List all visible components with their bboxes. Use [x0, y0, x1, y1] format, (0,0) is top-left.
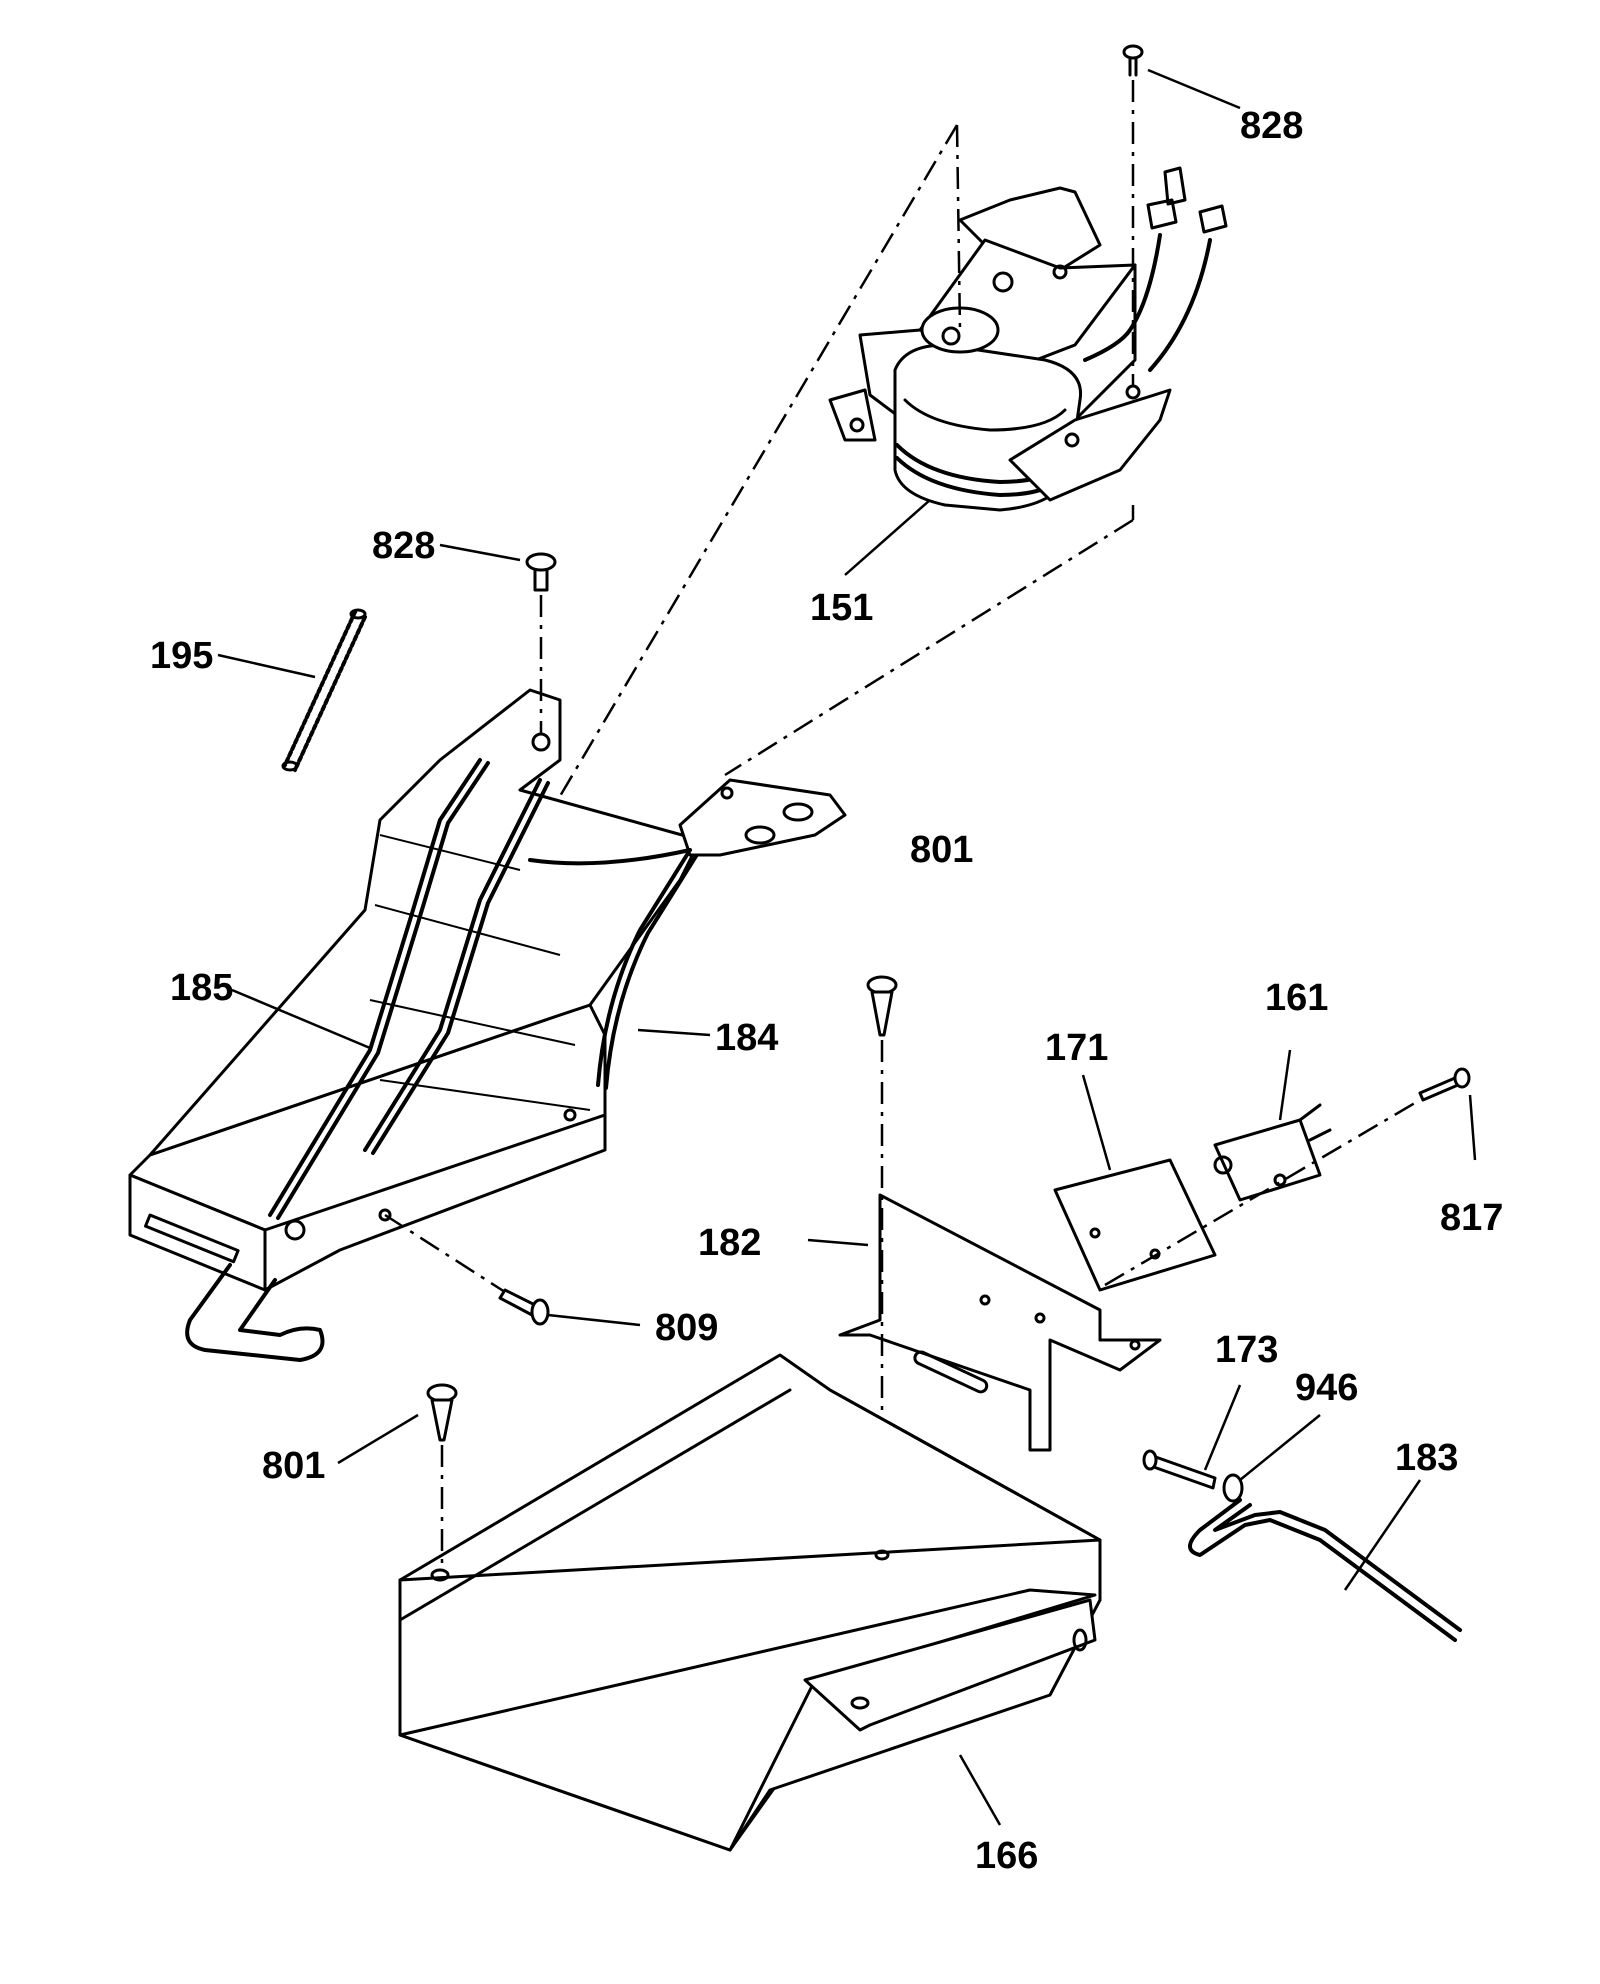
tray-166 — [398, 1353, 1102, 1852]
motor-assembly — [828, 166, 1228, 512]
label-817: 817 — [1440, 1197, 1503, 1239]
screw-828-mid — [525, 552, 557, 592]
label-828-top: 828 — [1240, 105, 1303, 147]
chute-bracket-assembly — [128, 688, 847, 1362]
label-173: 173 — [1215, 1329, 1278, 1371]
label-185: 185 — [170, 967, 233, 1009]
label-182: 182 — [698, 1222, 761, 1264]
switch-161 — [1213, 1103, 1332, 1202]
label-161: 161 — [1265, 977, 1328, 1019]
screw-817 — [1418, 1067, 1471, 1102]
leader-lines — [217, 68, 1477, 1826]
spring-195 — [281, 608, 367, 772]
label-151: 151 — [810, 587, 873, 629]
cover-171 — [1053, 1158, 1217, 1292]
screw-828-top — [1122, 44, 1144, 77]
screw-809 — [498, 1288, 550, 1326]
rod-assembly — [1142, 1449, 1462, 1642]
label-801-low: 801 — [262, 1445, 325, 1487]
label-809: 809 — [655, 1307, 718, 1349]
screw-801-mid — [866, 975, 898, 1037]
label-166: 166 — [975, 1835, 1038, 1877]
label-801-mid: 801 — [910, 829, 973, 871]
label-184: 184 — [715, 1017, 778, 1059]
plate-182 — [838, 1193, 1162, 1452]
label-195: 195 — [150, 635, 213, 677]
label-828-mid: 828 — [372, 525, 435, 567]
label-946: 946 — [1295, 1367, 1358, 1409]
label-171: 171 — [1045, 1027, 1108, 1069]
label-183: 183 — [1395, 1437, 1458, 1479]
screw-801-low — [426, 1383, 458, 1442]
